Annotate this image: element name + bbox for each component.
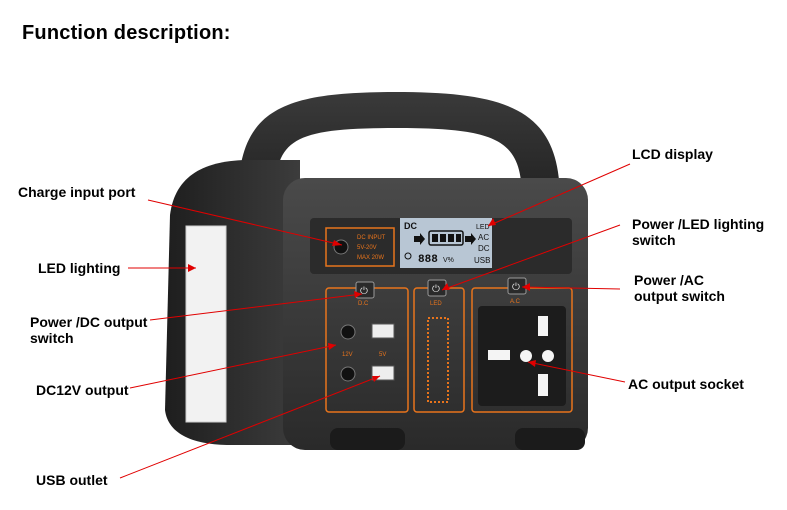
dc-input-text-1: DC INPUT	[357, 235, 386, 241]
led-power-icon: ⏻	[432, 284, 440, 295]
arrow-power-ac	[522, 283, 530, 291]
callout-dc12v-output: DC12V output	[36, 382, 129, 398]
arrow-power-led	[442, 283, 450, 290]
arrow-power-dc	[354, 291, 362, 298]
callout-line: LED lighting	[38, 260, 121, 276]
leader-power-led	[441, 224, 621, 291]
callout-ac-output-socket: AC output socket	[628, 376, 744, 392]
usb-5v-label: 5V	[379, 352, 386, 358]
ac-socket-slot-left	[488, 350, 510, 360]
lcd-dc2-tag: DC	[478, 244, 490, 253]
dc-power-icon: ⏻	[360, 286, 368, 297]
leader-power-ac	[521, 286, 621, 290]
lcd-indicator-icon	[404, 252, 412, 260]
leader-charge-input	[147, 199, 343, 246]
foot-right	[515, 428, 585, 450]
dc12v-port-2	[340, 366, 356, 382]
carry-handle	[238, 92, 560, 200]
ac-socket-slot-top	[538, 316, 548, 336]
lcd-usb-tag: USB	[474, 256, 490, 265]
dc-input-text-3: MAX 20W	[357, 255, 384, 261]
led-light-panel	[185, 225, 227, 423]
callout-line: AC output socket	[628, 376, 744, 392]
arrow-charge-input	[332, 240, 342, 246]
lcd-led-tag: LED	[476, 224, 490, 231]
dc12v-port-1	[340, 324, 356, 340]
leader-lcd	[487, 163, 631, 227]
leader-power-dc	[149, 293, 363, 321]
lcd-unit: V%	[443, 257, 454, 264]
callout-line: Power /LED lighting	[632, 216, 765, 232]
arrow-usb	[372, 376, 380, 382]
callout-line: Power /AC	[634, 272, 705, 288]
arrow-dc12v	[328, 343, 336, 350]
device-side	[165, 160, 300, 445]
leader-dc12v	[129, 344, 337, 389]
callout-led-lighting: LED lighting	[38, 260, 120, 276]
leader-ac-socket	[527, 361, 626, 383]
callout-line: DC12V output	[36, 382, 129, 398]
usb-port-1	[371, 323, 395, 339]
leader-usb	[119, 375, 381, 479]
ac-socket-slot-bottom	[538, 374, 548, 396]
led-strip	[427, 317, 449, 403]
callout-lcd-display: LCD display	[632, 146, 713, 162]
ac-socket-round-hole-2	[542, 350, 554, 362]
dc-button-label: D.C	[358, 301, 369, 307]
callout-line: LCD display	[632, 146, 713, 162]
callout-usb-outlet: USB outlet	[36, 472, 108, 488]
arrow-ac-socket	[528, 360, 536, 367]
ac-socket-round-hole-1	[520, 350, 532, 362]
lcd-digits: 888	[418, 254, 438, 266]
callout-power-led-switch: Power /LED lighting switch	[632, 216, 764, 248]
callout-line: Charge input port	[18, 184, 136, 200]
dc-input-box	[325, 227, 395, 267]
callout-line: Power /DC output	[30, 314, 148, 330]
callout-power-ac-switch: Power /AC output switch	[634, 272, 725, 304]
led-button-label: LED	[430, 301, 442, 307]
lcd-screen	[400, 218, 492, 268]
arrow-lcd	[488, 218, 496, 226]
callout-line: output switch	[634, 288, 725, 304]
page-title: Function description:	[22, 22, 231, 44]
lcd-dc-tag: DC	[404, 221, 417, 231]
callout-power-dc-switch: Power /DC output switch	[30, 314, 147, 346]
battery-icon	[414, 230, 476, 246]
dc12v-label: 12V	[342, 352, 353, 358]
ac-power-icon: ⏻	[512, 282, 520, 293]
dc-input-text-2: 5V-20V	[357, 245, 377, 251]
callout-line: switch	[632, 232, 676, 248]
foot-left	[330, 428, 405, 450]
arrow-led-lighting	[188, 264, 196, 272]
lcd-ac-tag: AC	[478, 233, 489, 242]
ac-button-label: A.C	[510, 299, 521, 305]
callout-charge-input-port: Charge input port	[18, 184, 135, 200]
callout-line: switch	[30, 330, 74, 346]
callout-line: USB outlet	[36, 472, 108, 488]
